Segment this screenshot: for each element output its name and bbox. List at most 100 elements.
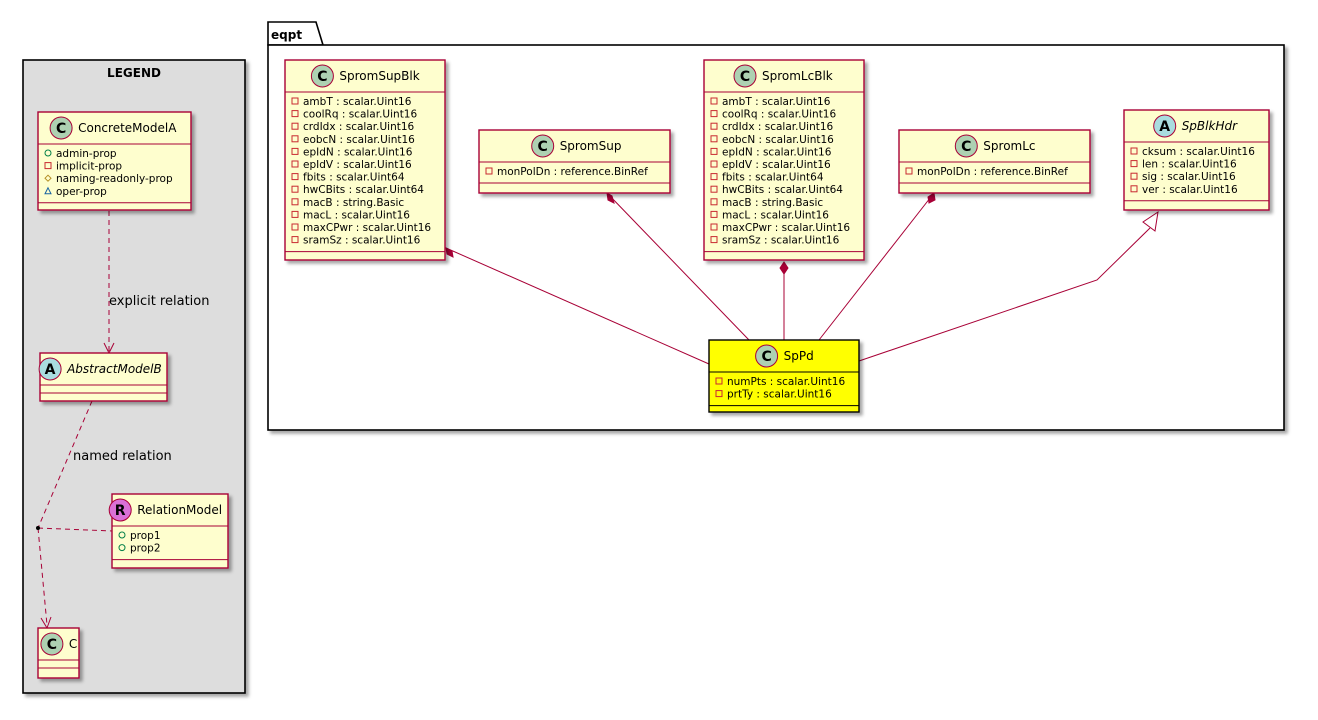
visibility-private-icon [1130, 147, 1138, 155]
member-text: prop2 [130, 543, 161, 555]
class-name: AbstractModelB [66, 362, 162, 376]
member-text: admin-prop [56, 148, 117, 160]
class-member: implicit-prop [44, 161, 122, 173]
member-text: ambT : scalar.Uint16 [722, 96, 831, 108]
visibility-private-icon [710, 147, 718, 155]
class-member: fbits : scalar.Uint64 [710, 172, 824, 184]
class-member: naming-readonly-prop [44, 173, 173, 185]
class-box [284, 59, 446, 261]
class-member: hwCBits : scalar.Uint64 [291, 184, 424, 196]
visibility-private-icon [291, 223, 299, 231]
composition-spromsupblk-sppd [445, 247, 710, 365]
class-box [39, 352, 168, 402]
class-member: prtTy : scalar.Uint16 [715, 389, 832, 401]
visibility-private-icon [710, 97, 718, 105]
class-box [703, 59, 865, 261]
class-name: SpromLcBlk [762, 69, 833, 83]
visibility-private-icon [485, 167, 493, 175]
explicit-relation-label: explicit relation [109, 294, 209, 309]
visibility-public-icon [118, 531, 126, 539]
class-member: hwCBits : scalar.Uint64 [710, 184, 843, 196]
class-member: ver : scalar.Uint16 [1130, 184, 1238, 196]
class-box [708, 339, 860, 413]
member-text: crdIdx : scalar.Uint16 [303, 121, 415, 133]
stereotype-c-icon [755, 344, 779, 368]
composition-diamond [445, 247, 454, 258]
member-text: ambT : scalar.Uint16 [303, 96, 412, 108]
class-member: macB : string.Basic [710, 197, 823, 209]
member-text: epIdN : scalar.Uint16 [303, 146, 413, 158]
class-member: epIdN : scalar.Uint16 [291, 146, 413, 158]
named-relation-line-lower [37, 527, 48, 626]
member-text: epIdV : scalar.Uint16 [303, 159, 412, 171]
visibility-public-icon [118, 544, 126, 552]
composition-diamond [927, 192, 936, 204]
member-text: maxCPwr : scalar.Uint16 [303, 222, 431, 234]
member-text: cksum : scalar.Uint16 [1142, 146, 1255, 158]
visibility-private-icon [1130, 185, 1138, 193]
visibility-private-icon [710, 135, 718, 143]
visibility-private-icon [710, 110, 718, 118]
member-text: epIdV : scalar.Uint16 [722, 159, 831, 171]
class-member: maxCPwr : scalar.Uint16 [710, 222, 850, 234]
stereotype-c-icon [310, 64, 334, 88]
class-member: sig : scalar.Uint16 [1130, 171, 1236, 183]
member-text: numPts : scalar.Uint16 [727, 376, 845, 388]
visibility-private-icon [710, 160, 718, 168]
visibility-private-icon [291, 185, 299, 193]
stereotype-letter: C [47, 637, 57, 653]
class-box [1123, 109, 1270, 211]
stereotype-c-icon [49, 116, 73, 140]
visibility-private-icon [291, 110, 299, 118]
class-member: eobcN : scalar.Uint16 [291, 134, 415, 146]
visibility-private-icon [715, 390, 723, 398]
visibility-private-icon [710, 223, 718, 231]
class-member: numPts : scalar.Uint16 [715, 376, 845, 388]
visibility-private-icon [291, 160, 299, 168]
member-text: prtTy : scalar.Uint16 [727, 389, 832, 401]
stereotype-r-icon [108, 498, 132, 522]
member-text: fbits : scalar.Uint64 [722, 172, 824, 184]
member-text: coolRq : scalar.Uint16 [303, 109, 417, 121]
class-member: ambT : scalar.Uint16 [291, 96, 412, 108]
class-member: macL : scalar.Uint16 [291, 209, 410, 221]
class-member: cksum : scalar.Uint16 [1130, 146, 1255, 158]
class-member: monPolDn : reference.BinRef [905, 166, 1068, 178]
class-box [111, 493, 229, 569]
composition-spromsup-sppd [606, 192, 750, 341]
composition-spromlc-sppd [818, 192, 935, 341]
stereotype-letter: C [56, 121, 66, 137]
class-member: monPolDn : reference.BinRef [485, 166, 648, 178]
association-class-link [37, 527, 113, 532]
visibility-private-icon [710, 236, 718, 244]
class-member: oper-prop [44, 186, 107, 198]
member-text: macL : scalar.Uint16 [722, 209, 829, 221]
class-member: admin-prop [44, 148, 117, 160]
stereotype-letter: R [115, 503, 126, 519]
generalization-sppd-spblkhdr [858, 227, 1151, 362]
visibility-private-icon [291, 198, 299, 206]
stereotype-c-icon [531, 134, 555, 158]
class-spromsup[interactable]: C SpromSup monPolDn : reference.BinRef [478, 129, 671, 194]
class-member: prop1 [118, 530, 161, 542]
member-text: sramSz : scalar.Uint16 [722, 235, 840, 247]
member-text: macL : scalar.Uint16 [303, 209, 410, 221]
stereotype-letter: C [761, 349, 771, 365]
class-member: coolRq : scalar.Uint16 [291, 109, 417, 121]
stereotype-letter: C [538, 139, 548, 155]
member-text: monPolDn : reference.BinRef [497, 166, 648, 178]
class-member: ambT : scalar.Uint16 [710, 96, 831, 108]
class-member: macB : string.Basic [291, 197, 404, 209]
visibility-protected-icon [44, 174, 52, 182]
class-name: SpromSup [560, 139, 622, 153]
